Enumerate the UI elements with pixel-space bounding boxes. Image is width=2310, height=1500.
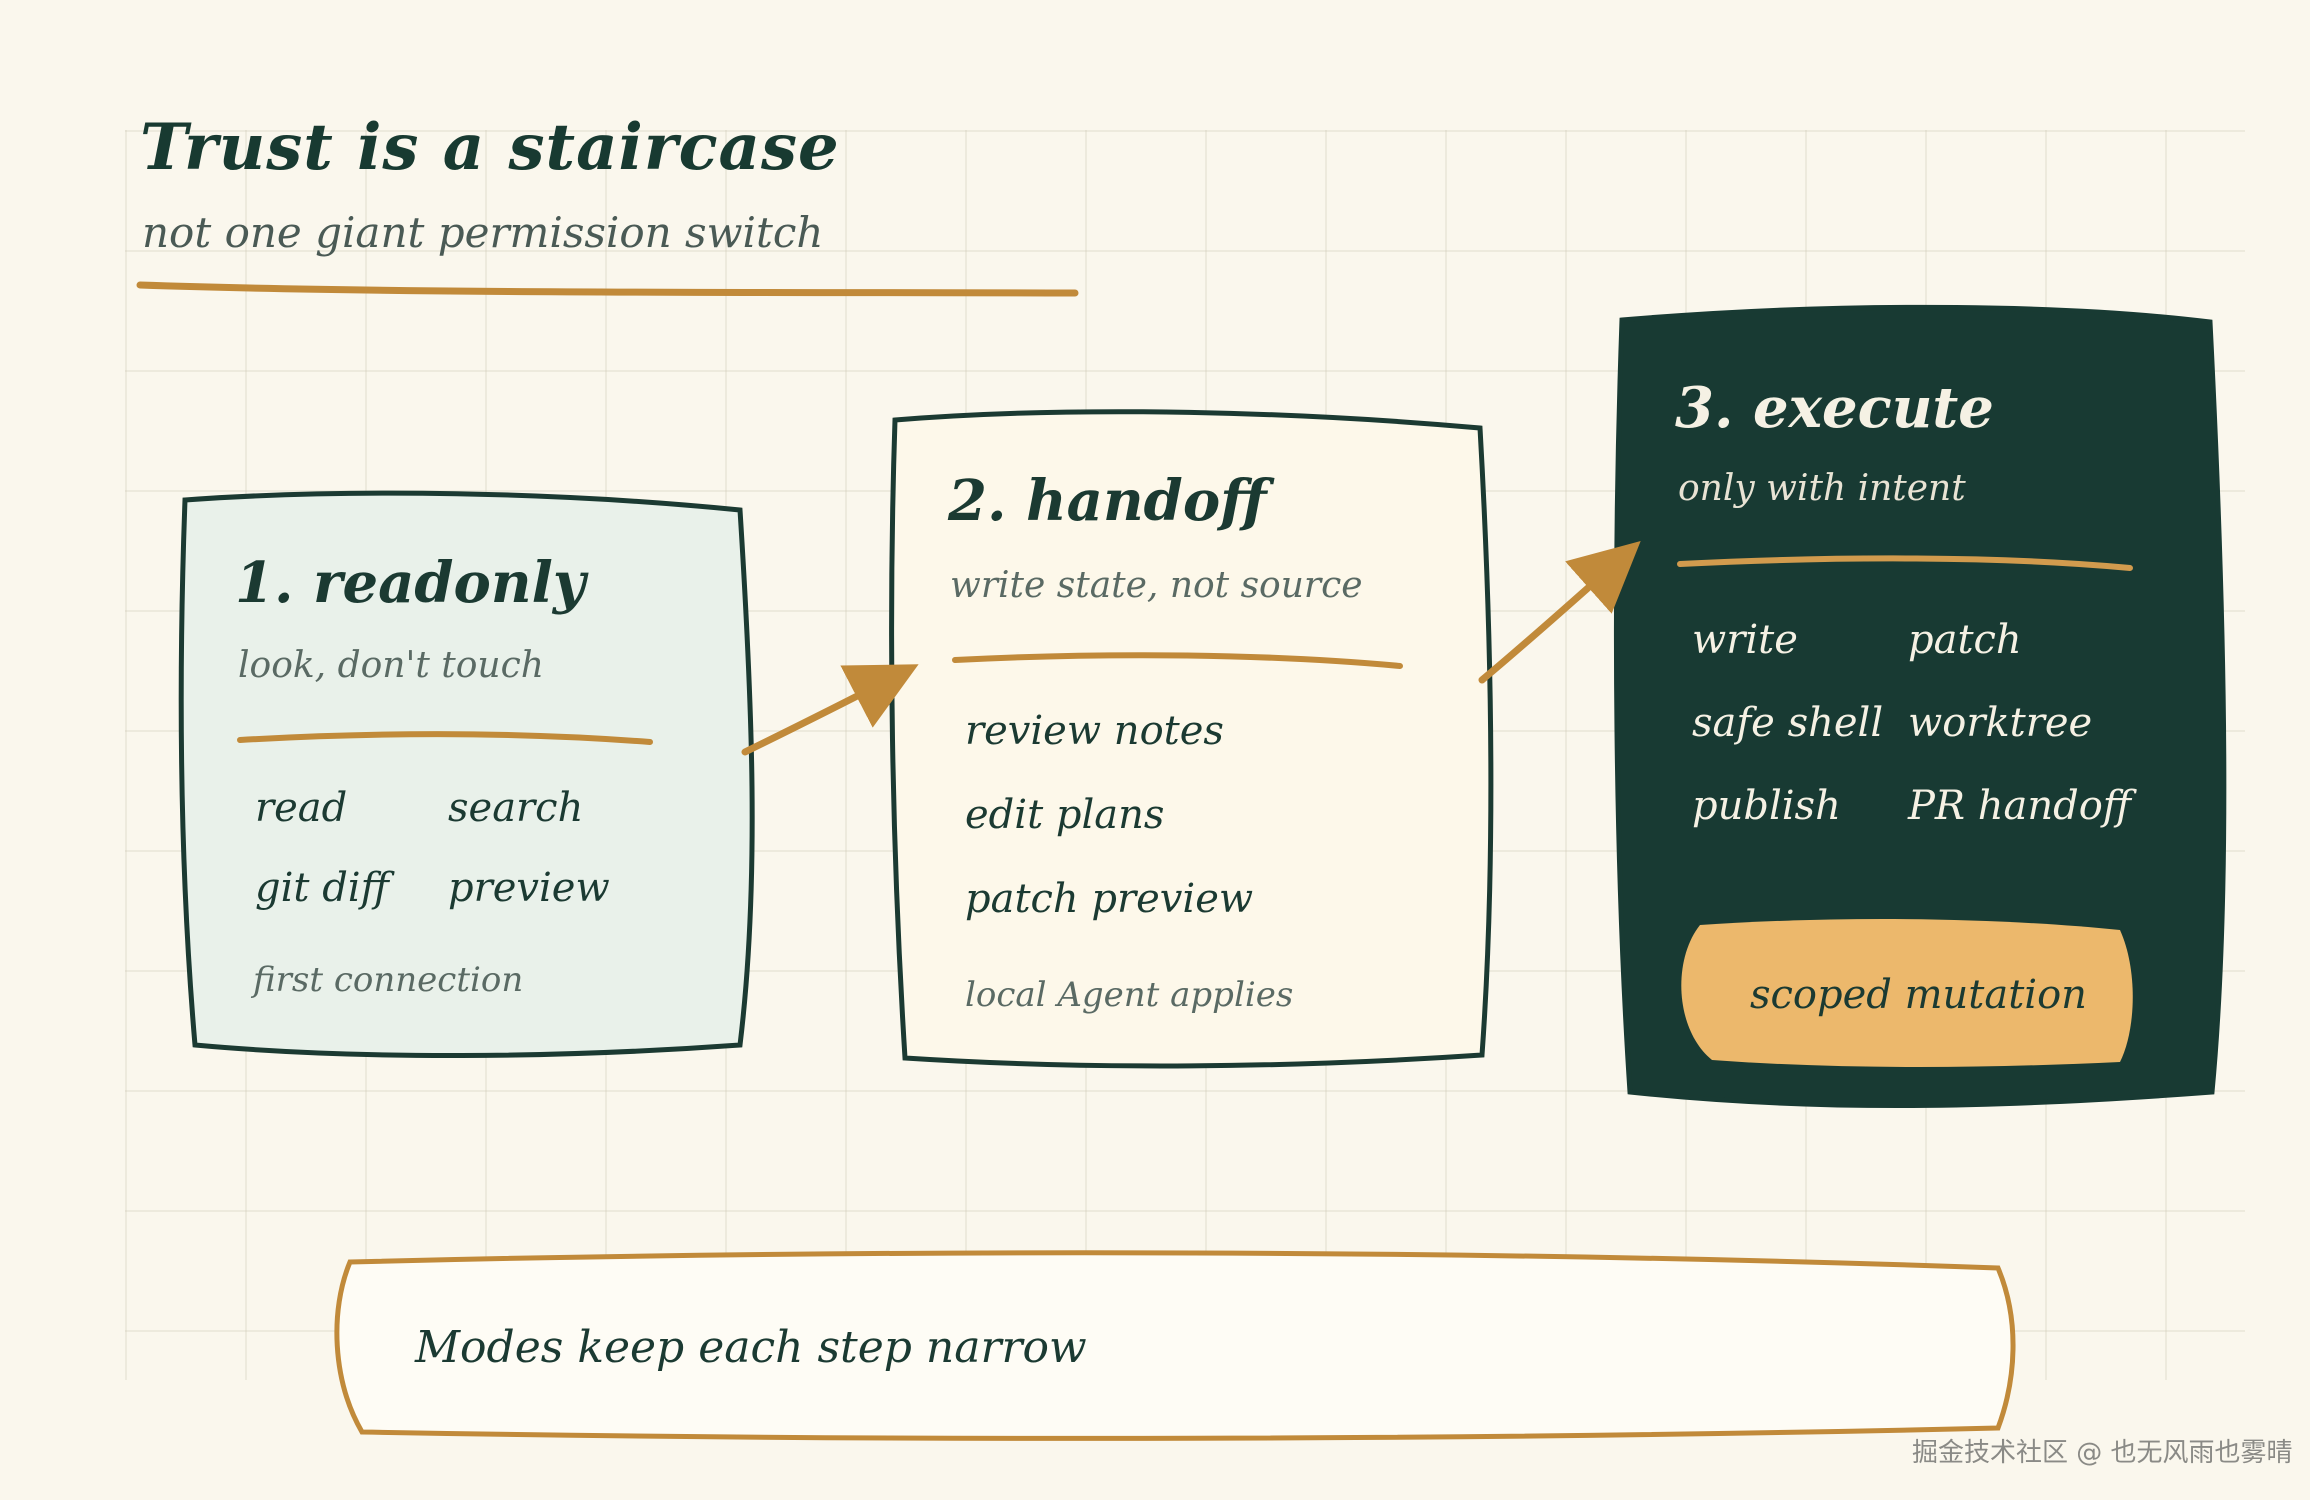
execute-divider: [1677, 555, 2133, 571]
page-subtitle: not one giant permission switch: [142, 208, 824, 257]
title-underline: [136, 281, 1079, 297]
summary-banner: [334, 1250, 2016, 1441]
execute-title: 3. execute: [1675, 375, 1994, 441]
execute-item-worktree: worktree: [1908, 700, 2093, 746]
handoff-divider: [952, 652, 1403, 669]
readonly-item-read: read: [255, 785, 348, 831]
execute-subtitle: only with intent: [1678, 468, 1966, 509]
readonly-divider: [237, 731, 653, 745]
readonly-item-preview: preview: [448, 865, 610, 911]
handoff-item-edit-plans: edit plans: [965, 792, 1165, 838]
execute-item-patch: patch: [1908, 617, 2022, 663]
readonly-note: first connection: [253, 960, 524, 1000]
watermark: 掘金技术社区 @ 也无风雨也雾晴: [1912, 1438, 2293, 1468]
readonly-title: 1. readonly: [235, 550, 586, 616]
execute-item-pr-handoff: PR handoff: [1908, 783, 2132, 829]
handoff-subtitle: write state, not source: [950, 565, 1363, 606]
readonly-card: [178, 490, 755, 1058]
execute-item-safe-shell: safe shell: [1692, 700, 1884, 746]
arrow-readonly-to-handoff: [741, 664, 919, 756]
summary-banner-text: Modes keep each step narrow: [415, 1322, 1087, 1373]
handoff-title: 2. handoff: [948, 468, 1267, 534]
arrow-handoff-to-execute: [1478, 541, 1641, 684]
handoff-note: local Agent applies: [965, 975, 1294, 1015]
page-title: Trust is a staircase: [140, 110, 840, 185]
readonly-subtitle: look, don't touch: [238, 645, 544, 686]
handoff-item-review-notes: review notes: [965, 708, 1224, 754]
execute-item-write: write: [1692, 617, 1798, 663]
handoff-card: [889, 409, 1494, 1069]
readonly-item-search: search: [448, 785, 584, 831]
scoped-mutation-pill: [1681, 918, 2133, 1067]
handoff-item-patch-preview: patch preview: [965, 876, 1254, 922]
execute-item-publish: publish: [1692, 783, 1841, 829]
execute-card: [1613, 304, 2227, 1109]
readonly-item-git-diff: git diff: [255, 865, 389, 911]
scoped-mutation-label: scoped mutation: [1750, 972, 2087, 1018]
